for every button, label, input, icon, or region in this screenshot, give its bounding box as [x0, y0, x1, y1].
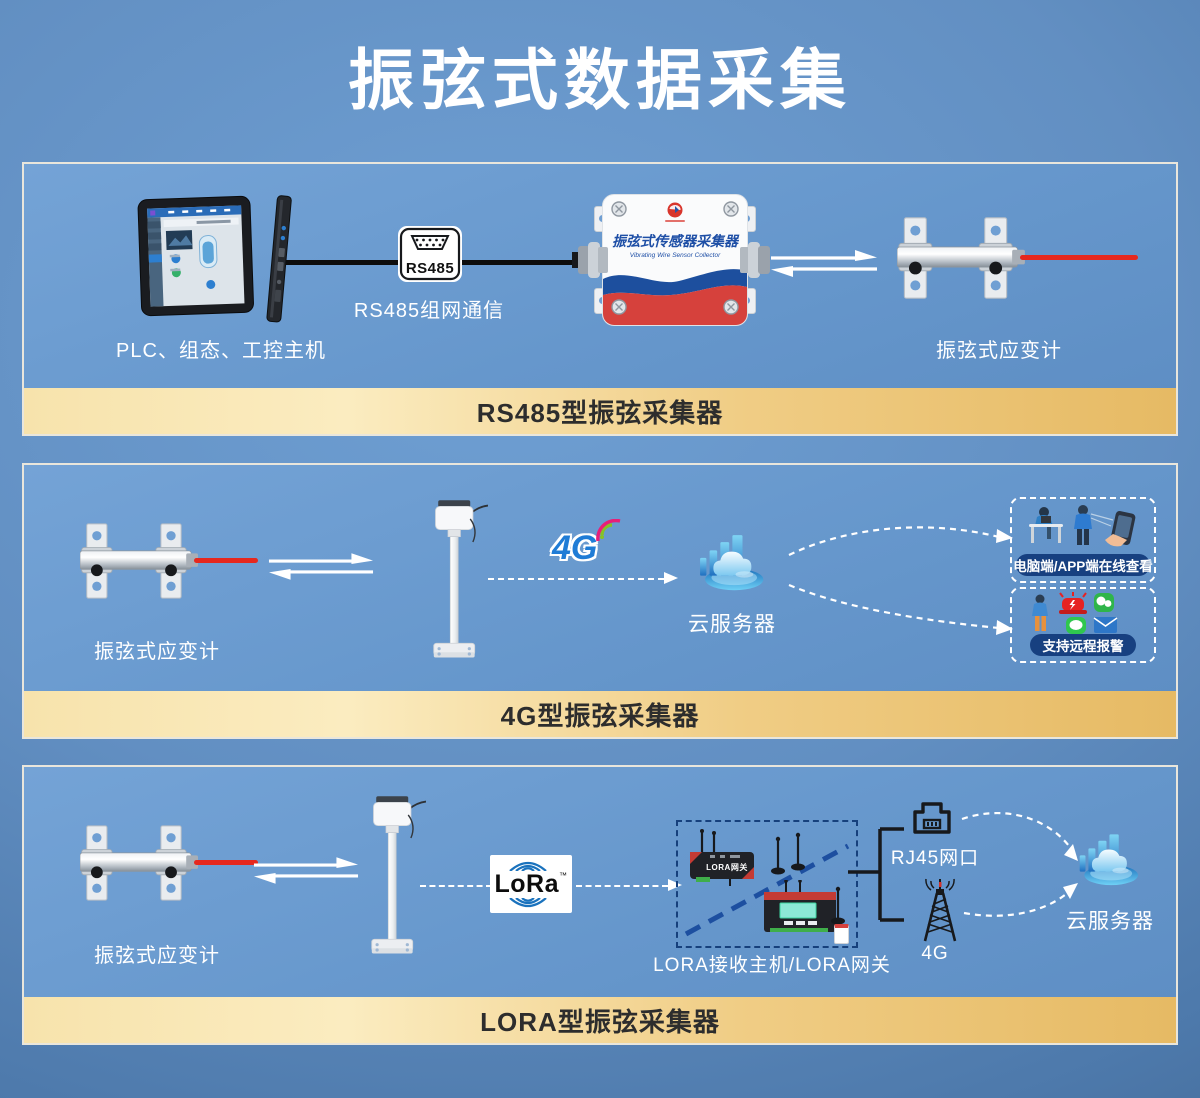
bidirectional-arrow — [769, 248, 879, 278]
collector-enclosure: 振弦式传感器采集器 Vibrating Wire Sensor Collecto… — [602, 194, 748, 326]
pole-collector-icon — [362, 787, 426, 977]
dashed-branch-arrows — [788, 526, 1013, 635]
banner-rs485: RS485型振弦采集器 — [24, 388, 1176, 434]
antenna-icon — [790, 832, 806, 872]
logo-4g-text: 4G — [552, 529, 598, 567]
rs485-connector-icon: RS485 — [398, 226, 462, 282]
accessory-module — [834, 924, 849, 944]
gauge-red-cable — [194, 860, 258, 865]
panel-rs485: PLC、组态、工控主机 RS485 RS485组网通信 — [22, 162, 1178, 436]
lora-gateway-box: LORA网关 — [676, 820, 858, 948]
cable-gland-left — [572, 242, 608, 278]
bidirectional-arrow — [267, 551, 375, 581]
message-icon — [1066, 617, 1086, 634]
rs485-link-label: RS485组网通信 — [353, 300, 505, 322]
lora-arcs-bottom — [509, 898, 547, 908]
strain-gauge-icon — [897, 216, 1025, 300]
strain-gauge-icon — [80, 522, 198, 600]
logo-4g: 4G — [548, 519, 628, 573]
cloud-server-icon — [1075, 830, 1145, 890]
banner-lora: LORA型振弦采集器 — [24, 997, 1176, 1043]
lora-gateway-device-label: LORA网关 — [706, 863, 748, 872]
panel-4g: 振弦式应变计 4G 云服务器 — [22, 463, 1178, 739]
pole-collector-icon — [424, 491, 488, 681]
tower-4g-label: 4G — [921, 943, 949, 964]
dashed-branch-arrows — [961, 811, 1078, 917]
page-title: 振弦式数据采集 — [348, 43, 852, 117]
diagonal-divider — [684, 843, 850, 937]
cloud-server-label: 云服务器 — [1066, 910, 1154, 933]
collector-subtitle: Vibrating Wire Sensor Collector — [629, 252, 721, 259]
alarm-icons-illustration — [1032, 592, 1118, 634]
collector-title: 振弦式传感器采集器 — [612, 233, 738, 249]
plc-host-label: PLC、组态、工控主机 — [116, 340, 326, 362]
rj45-label: RJ45网口 — [890, 848, 980, 869]
gauge-label: 振弦式应变计 — [94, 945, 220, 967]
option-online-view-label: 电脑端/APP端在线查看 — [1013, 554, 1153, 576]
antenna-icon — [770, 836, 786, 876]
cell-tower-icon — [923, 878, 957, 942]
brand-logo — [665, 202, 685, 222]
lora-gateway-device — [690, 829, 754, 886]
dashed-flow-line — [420, 885, 492, 887]
option-box-remote-alarm: 支持远程报警 — [1010, 587, 1156, 663]
lora-logo-text: LoRa™ — [494, 870, 568, 898]
gauge-red-cable — [194, 558, 258, 563]
cable-gland-right — [740, 242, 770, 278]
gauge-label: 振弦式应变计 — [936, 340, 1062, 362]
db9-connector-glyph — [399, 227, 461, 281]
banner-4g: 4G型振弦采集器 — [24, 691, 1176, 737]
logo-lora: LoRa™ — [490, 855, 572, 913]
wechat-icon — [1094, 593, 1114, 612]
collector-graphics — [603, 201, 747, 325]
gauge-red-cable — [1020, 255, 1138, 260]
gauge-label: 振弦式应变计 — [94, 641, 220, 663]
option-box-online-view: 电脑端/APP端在线查看 — [1010, 497, 1156, 583]
antenna-icon — [830, 886, 846, 926]
siren-icon — [1059, 592, 1087, 614]
cloud-server-icon — [695, 531, 771, 595]
dashed-flow-arrow — [488, 572, 678, 584]
option-remote-alarm-label: 支持远程报警 — [1030, 634, 1136, 656]
panel-lora: 振弦式应变计 LoRa™ — [22, 765, 1178, 1045]
lora-gateway-caption: LORA接收主机/LORA网关 — [653, 955, 891, 976]
connection-bracket — [848, 827, 904, 922]
people-devices-illustration — [1029, 505, 1136, 547]
cloud-server-label: 云服务器 — [688, 613, 776, 636]
rs485-connector-text: RS485 — [405, 260, 455, 277]
dashed-flow-arrow — [576, 879, 682, 891]
mail-icon — [1093, 617, 1118, 633]
lora-receiver-device — [764, 880, 836, 932]
collector-device: 振弦式传感器采集器 Vibrating Wire Sensor Collecto… — [572, 192, 774, 326]
bidirectional-arrow — [252, 855, 360, 885]
rj45-port-icon — [913, 802, 951, 834]
signal-arcs-icon — [596, 519, 621, 542]
industrial-pc-icon — [137, 195, 292, 323]
lora-arcs-top — [509, 861, 547, 871]
strain-gauge-icon — [80, 824, 198, 902]
